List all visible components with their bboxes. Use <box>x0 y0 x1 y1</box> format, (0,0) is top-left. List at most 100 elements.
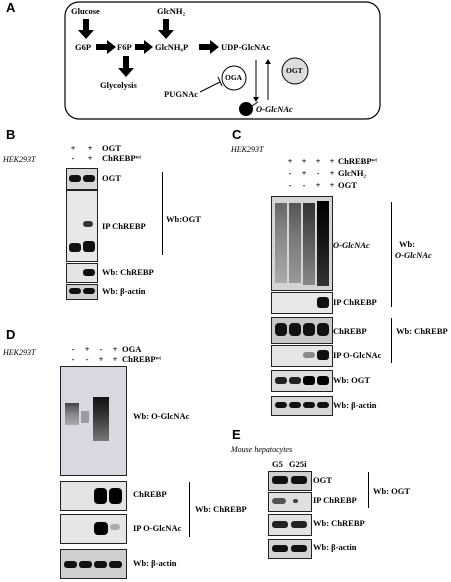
b-sign: + <box>87 153 93 163</box>
c-label-oglcnac: O-GlcNAc <box>333 240 370 250</box>
b-label-ip: IP ChREBP <box>102 221 146 231</box>
e-label-ip-chrebp: IP ChREBP <box>313 495 357 505</box>
d-sign: + <box>112 344 118 354</box>
d-label-chrebp: ChREBP <box>133 489 167 499</box>
panel-a-diagram <box>64 1 381 120</box>
b-group-label: Wb:OGT <box>166 214 201 224</box>
oga-circle <box>221 65 247 91</box>
panel-e-cell: Mouse hepatocytes <box>231 445 293 454</box>
d-sign: - <box>85 354 89 364</box>
c-label-ip-chrebp: IP ChREBP <box>333 297 377 307</box>
panel-c-label: C <box>232 127 242 142</box>
b-label-chrebp: Wb: ChREBP <box>102 267 154 277</box>
c-sign: + <box>301 168 307 178</box>
e-label-actin: Wb: β-actin <box>313 542 357 552</box>
blot-d-chrebp <box>60 481 127 511</box>
diagram-oglcnac: O-GlcNAc <box>256 104 293 114</box>
c-label-ip-oglcnac: IP O-GlcNAc <box>333 350 382 360</box>
d-sign: - <box>99 344 103 354</box>
blot-b-ogt <box>66 168 98 190</box>
blot-b-actin <box>66 284 98 300</box>
diagram-ogt: OGT <box>286 66 303 75</box>
b-sign: - <box>71 153 75 163</box>
c-bracket-2 <box>391 318 392 363</box>
blot-e-actin <box>268 539 312 559</box>
c-row-label: OGT <box>338 180 357 190</box>
c-sign: - <box>302 180 306 190</box>
arrow-glcnh6p-udp <box>199 40 219 54</box>
c-label-ogt: Wb: OGT <box>333 375 371 385</box>
panel-b-label: B <box>6 127 16 142</box>
c-sign: - <box>288 180 292 190</box>
panel-d-cell: HEK293T <box>3 348 36 357</box>
c-sign: + <box>287 156 293 166</box>
diagram-f6p: F6P <box>117 42 132 52</box>
diagram-g6p: G6P <box>75 42 92 52</box>
arrow-f6p-glcnh6p <box>135 40 153 54</box>
d-label-oglcnac: Wb: O-GlcNAc <box>133 411 190 421</box>
b-sign: + <box>70 143 76 153</box>
d-sign: + <box>98 354 104 364</box>
diagram-glycolysis: Glycolysis <box>100 80 137 90</box>
c-group2-label: Wb: ChREBP <box>396 326 448 336</box>
b-row-label: ChREBPʷᵗ <box>102 153 142 163</box>
blot-c-ogt <box>271 370 333 392</box>
c-row-label: ChREBPʷᵗ <box>338 156 378 166</box>
c-bracket-1 <box>391 202 392 307</box>
arrow-glucose-g6p <box>78 19 94 39</box>
c-group1-label-b: O-GlcNAc <box>395 250 432 260</box>
blot-e-ogt <box>268 471 312 491</box>
blot-d-actin <box>60 549 127 579</box>
e-condition: G25i <box>289 459 307 469</box>
d-sign: + <box>84 344 90 354</box>
d-sign: - <box>71 344 75 354</box>
d-label-actin: Wb: β-actin <box>133 558 177 568</box>
d-row-label: ChREBPʷᵗ <box>122 354 162 364</box>
diagram-pugnac: PUGNAc <box>164 89 198 99</box>
d-label-ip-oglcnac: IP O-GlcNAc <box>133 523 182 533</box>
panel-d-label: D <box>6 327 16 342</box>
c-sign: + <box>329 180 335 190</box>
diagram-glcnh6p: GlcNH₆P <box>155 42 189 52</box>
blot-d-oglcnac <box>60 366 127 476</box>
b-label-ogt: OGT <box>102 173 121 183</box>
e-group-label: Wb: OGT <box>373 486 411 496</box>
blot-b-chrebp <box>66 263 98 283</box>
blot-e-chrebp <box>268 514 312 536</box>
arrow-f6p-glycolysis <box>118 56 134 77</box>
d-sign: - <box>71 354 75 364</box>
oglcnac-dot <box>239 102 253 116</box>
c-label-actin: Wb: β-actin <box>333 400 377 410</box>
c-group1-label-a: Wb: <box>399 239 416 249</box>
panel-b-cell: HEK293T <box>3 155 36 164</box>
blot-d-ip-oglcnac <box>60 514 127 544</box>
diagram-udp: UDP-GlcNAc <box>221 42 271 52</box>
panel-a-label: A <box>6 0 16 15</box>
d-row-label: OGA <box>122 344 142 354</box>
blot-c-chrebp <box>271 317 333 344</box>
c-sign: + <box>315 180 321 190</box>
blot-c-ip-chrebp <box>271 292 333 314</box>
diagram-glcnh2: GlcNH₂ <box>157 6 186 16</box>
diagram-glucose: Glucose <box>71 6 100 16</box>
c-label-chrebp: ChREBP <box>333 326 367 336</box>
b-bracket <box>162 172 163 255</box>
c-sign: + <box>315 156 321 166</box>
c-sign: + <box>329 156 335 166</box>
blot-c-ip-oglcnac <box>271 345 333 367</box>
e-label-ogt: OGT <box>313 475 332 485</box>
blot-c-oglcnac <box>271 196 333 291</box>
e-bracket <box>368 472 369 508</box>
d-bracket <box>189 482 190 537</box>
e-condition: G5 <box>272 459 283 469</box>
arrow-g6p-f6p <box>96 40 116 54</box>
c-sign: - <box>316 168 320 178</box>
diagram-oga: OGA <box>225 73 243 82</box>
blot-e-ip-chrebp <box>268 492 312 512</box>
ogt-circle <box>281 57 309 85</box>
c-sign: + <box>301 156 307 166</box>
panel-c-cell: HEK293T <box>231 145 264 154</box>
c-sign: + <box>329 168 335 178</box>
c-row-label: GlcNH₂ <box>338 168 367 178</box>
arrow-glcnh2-glcnh6p <box>158 19 174 39</box>
